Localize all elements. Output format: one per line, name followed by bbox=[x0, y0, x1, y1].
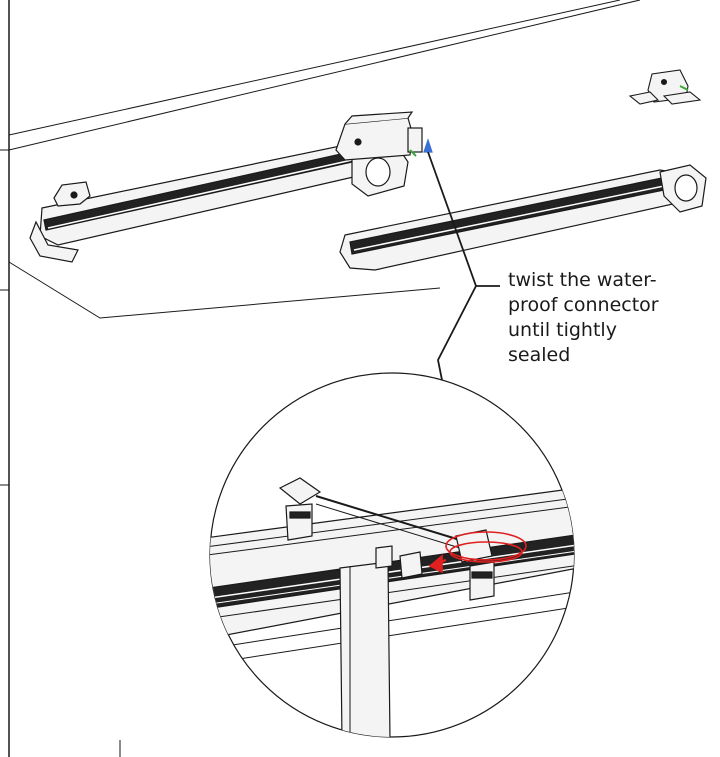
ceiling-plane bbox=[8, 0, 641, 319]
callout-line-2: proof connector bbox=[508, 294, 659, 316]
indicator-arrow bbox=[423, 138, 433, 153]
magnified-detail bbox=[209, 372, 575, 738]
callout-text: twist the water- proof connector until t… bbox=[508, 268, 698, 368]
callout-line-1: twist the water- bbox=[508, 269, 657, 291]
led-fixture-left bbox=[29, 143, 409, 263]
bracket-detail-icon bbox=[628, 69, 702, 105]
callout-line-3: until tightly bbox=[508, 319, 617, 341]
led-fixture-right bbox=[339, 164, 707, 271]
callout-line-4: sealed bbox=[508, 344, 571, 366]
mounting-bracket bbox=[335, 111, 433, 161]
rotate-arrow bbox=[428, 531, 527, 574]
